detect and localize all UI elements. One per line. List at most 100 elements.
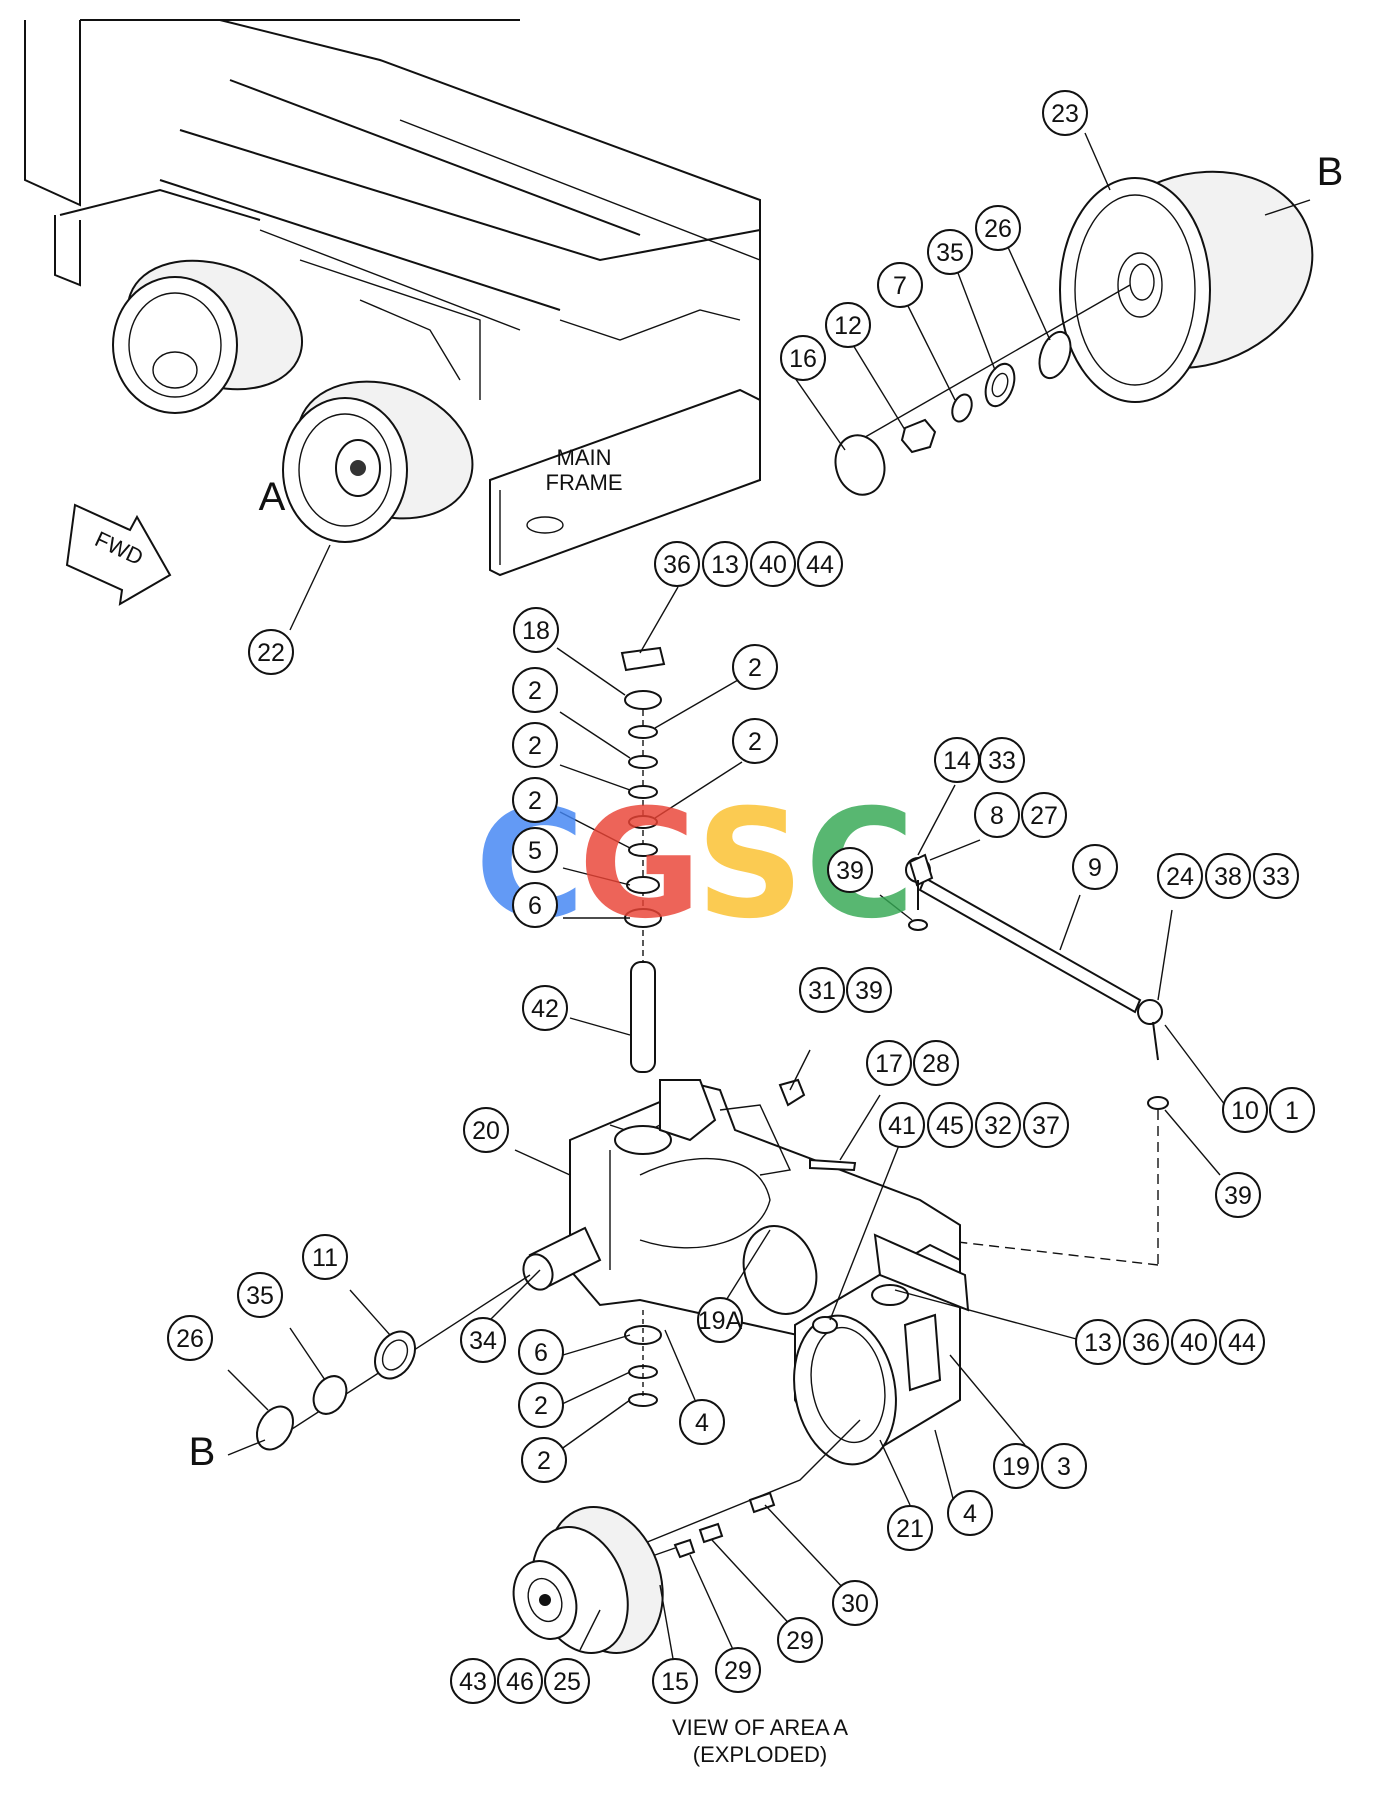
callout-circle xyxy=(654,541,700,587)
callout-43: 43 xyxy=(450,1658,496,1704)
callout-40: 40 xyxy=(1171,1319,1217,1365)
callout-circle xyxy=(877,262,923,308)
callout-number: 6 xyxy=(534,1339,548,1367)
callout-29: 29 xyxy=(715,1647,761,1693)
callout-circle xyxy=(879,1102,925,1148)
callout-11: 11 xyxy=(302,1234,348,1280)
callout-circle xyxy=(927,1102,973,1148)
callout-circle xyxy=(866,1040,912,1086)
callout-circle xyxy=(521,1437,567,1483)
callout-number: 12 xyxy=(834,312,862,340)
callout-number: 2 xyxy=(534,1392,548,1420)
callout-number: 45 xyxy=(936,1112,964,1140)
callout-circle xyxy=(248,629,294,675)
watermark-letter-s: S xyxy=(696,778,804,952)
main-frame-label-line1: MAIN xyxy=(557,445,612,470)
area-b-label-top: B xyxy=(1317,150,1344,194)
callout-number: 13 xyxy=(1084,1329,1112,1357)
callout-14: 14 xyxy=(934,737,980,783)
watermark-letter-g: G xyxy=(578,778,701,952)
callout-number: 29 xyxy=(724,1657,752,1685)
callout-32: 32 xyxy=(975,1102,1021,1148)
callout-number: 23 xyxy=(1051,100,1079,128)
callout-circle xyxy=(167,1315,213,1361)
callout-circle xyxy=(732,644,778,690)
callout-27: 27 xyxy=(1021,792,1067,838)
callout-circle xyxy=(512,882,558,928)
callout-number: 28 xyxy=(922,1050,950,1078)
callout-41: 41 xyxy=(879,1102,925,1148)
callout-circle xyxy=(993,1443,1039,1489)
callout-26: 26 xyxy=(167,1315,213,1361)
callout-number: 27 xyxy=(1030,802,1058,830)
callout-circle xyxy=(975,205,1021,251)
callout-circle xyxy=(715,1647,761,1693)
callout-39: 39 xyxy=(1215,1172,1261,1218)
callout-circle xyxy=(780,335,826,381)
callout-24: 24 xyxy=(1157,853,1203,899)
callout-number: 38 xyxy=(1214,863,1242,891)
callout-number: 19A xyxy=(698,1307,743,1335)
callout-circle xyxy=(947,1490,993,1536)
callout-16: 16 xyxy=(780,335,826,381)
callout-21: 21 xyxy=(887,1505,933,1551)
callout-number: 21 xyxy=(896,1515,924,1543)
callout-4: 4 xyxy=(679,1399,725,1445)
drive-motor-illustration xyxy=(512,1491,846,1671)
callout-circle xyxy=(544,1658,590,1704)
kingpin-stack-illustration xyxy=(556,586,743,1073)
callout-circle xyxy=(1157,853,1203,899)
callout-number: 46 xyxy=(506,1668,534,1696)
callout-number: 42 xyxy=(531,995,559,1023)
callout-number: 2 xyxy=(748,654,762,682)
callout-38: 38 xyxy=(1205,853,1251,899)
main-frame-label-line2: FRAME xyxy=(546,470,623,495)
callout-number: 2 xyxy=(528,677,542,705)
callout-circle xyxy=(522,985,568,1031)
callout-circle xyxy=(913,1040,959,1086)
callout-number: 35 xyxy=(246,1282,274,1310)
callout-number: 14 xyxy=(943,747,971,775)
callout-number: 33 xyxy=(1262,863,1290,891)
callout-29: 29 xyxy=(777,1617,823,1663)
callout-9: 9 xyxy=(1072,844,1118,890)
callout-33: 33 xyxy=(979,737,1025,783)
callout-1: 1 xyxy=(1269,1087,1315,1133)
callout-36: 36 xyxy=(654,541,700,587)
callout-circle xyxy=(512,777,558,823)
callout-36: 36 xyxy=(1123,1319,1169,1365)
callout-number: 5 xyxy=(528,837,542,865)
callout-2: 2 xyxy=(521,1437,567,1483)
callout-number: 22 xyxy=(257,639,285,667)
callout-46: 46 xyxy=(497,1658,543,1704)
callout-number: 43 xyxy=(459,1668,487,1696)
callout-19: 19 xyxy=(993,1443,1039,1489)
callout-circle xyxy=(825,302,871,348)
callout-26: 26 xyxy=(975,205,1021,251)
callout-circle xyxy=(1041,1443,1087,1489)
callout-circle xyxy=(979,737,1025,783)
callout-number: 1 xyxy=(1285,1097,1299,1125)
callout-number: 40 xyxy=(759,551,787,579)
callout-35: 35 xyxy=(237,1272,283,1318)
callout-number: 15 xyxy=(661,1668,689,1696)
callout-number: 18 xyxy=(522,617,550,645)
callout-number: 2 xyxy=(537,1447,551,1475)
callout-circle xyxy=(237,1272,283,1318)
callout-number: 17 xyxy=(875,1050,903,1078)
callout-circle xyxy=(777,1617,823,1663)
callout-number: 36 xyxy=(1132,1329,1160,1357)
callout-number: 16 xyxy=(789,345,817,373)
callout-circle xyxy=(827,847,873,893)
callout-circle xyxy=(1253,853,1299,899)
callout-10: 10 xyxy=(1222,1087,1268,1133)
callout-18: 18 xyxy=(513,607,559,653)
callout-circle xyxy=(697,1297,743,1343)
callout-37: 37 xyxy=(1023,1102,1069,1148)
callout-20: 20 xyxy=(463,1107,509,1153)
callout-number: 39 xyxy=(855,977,883,1005)
fwd-arrow-icon: FWD xyxy=(65,503,172,606)
callout-45: 45 xyxy=(927,1102,973,1148)
view-caption-line2: (EXPLODED) xyxy=(693,1742,827,1767)
